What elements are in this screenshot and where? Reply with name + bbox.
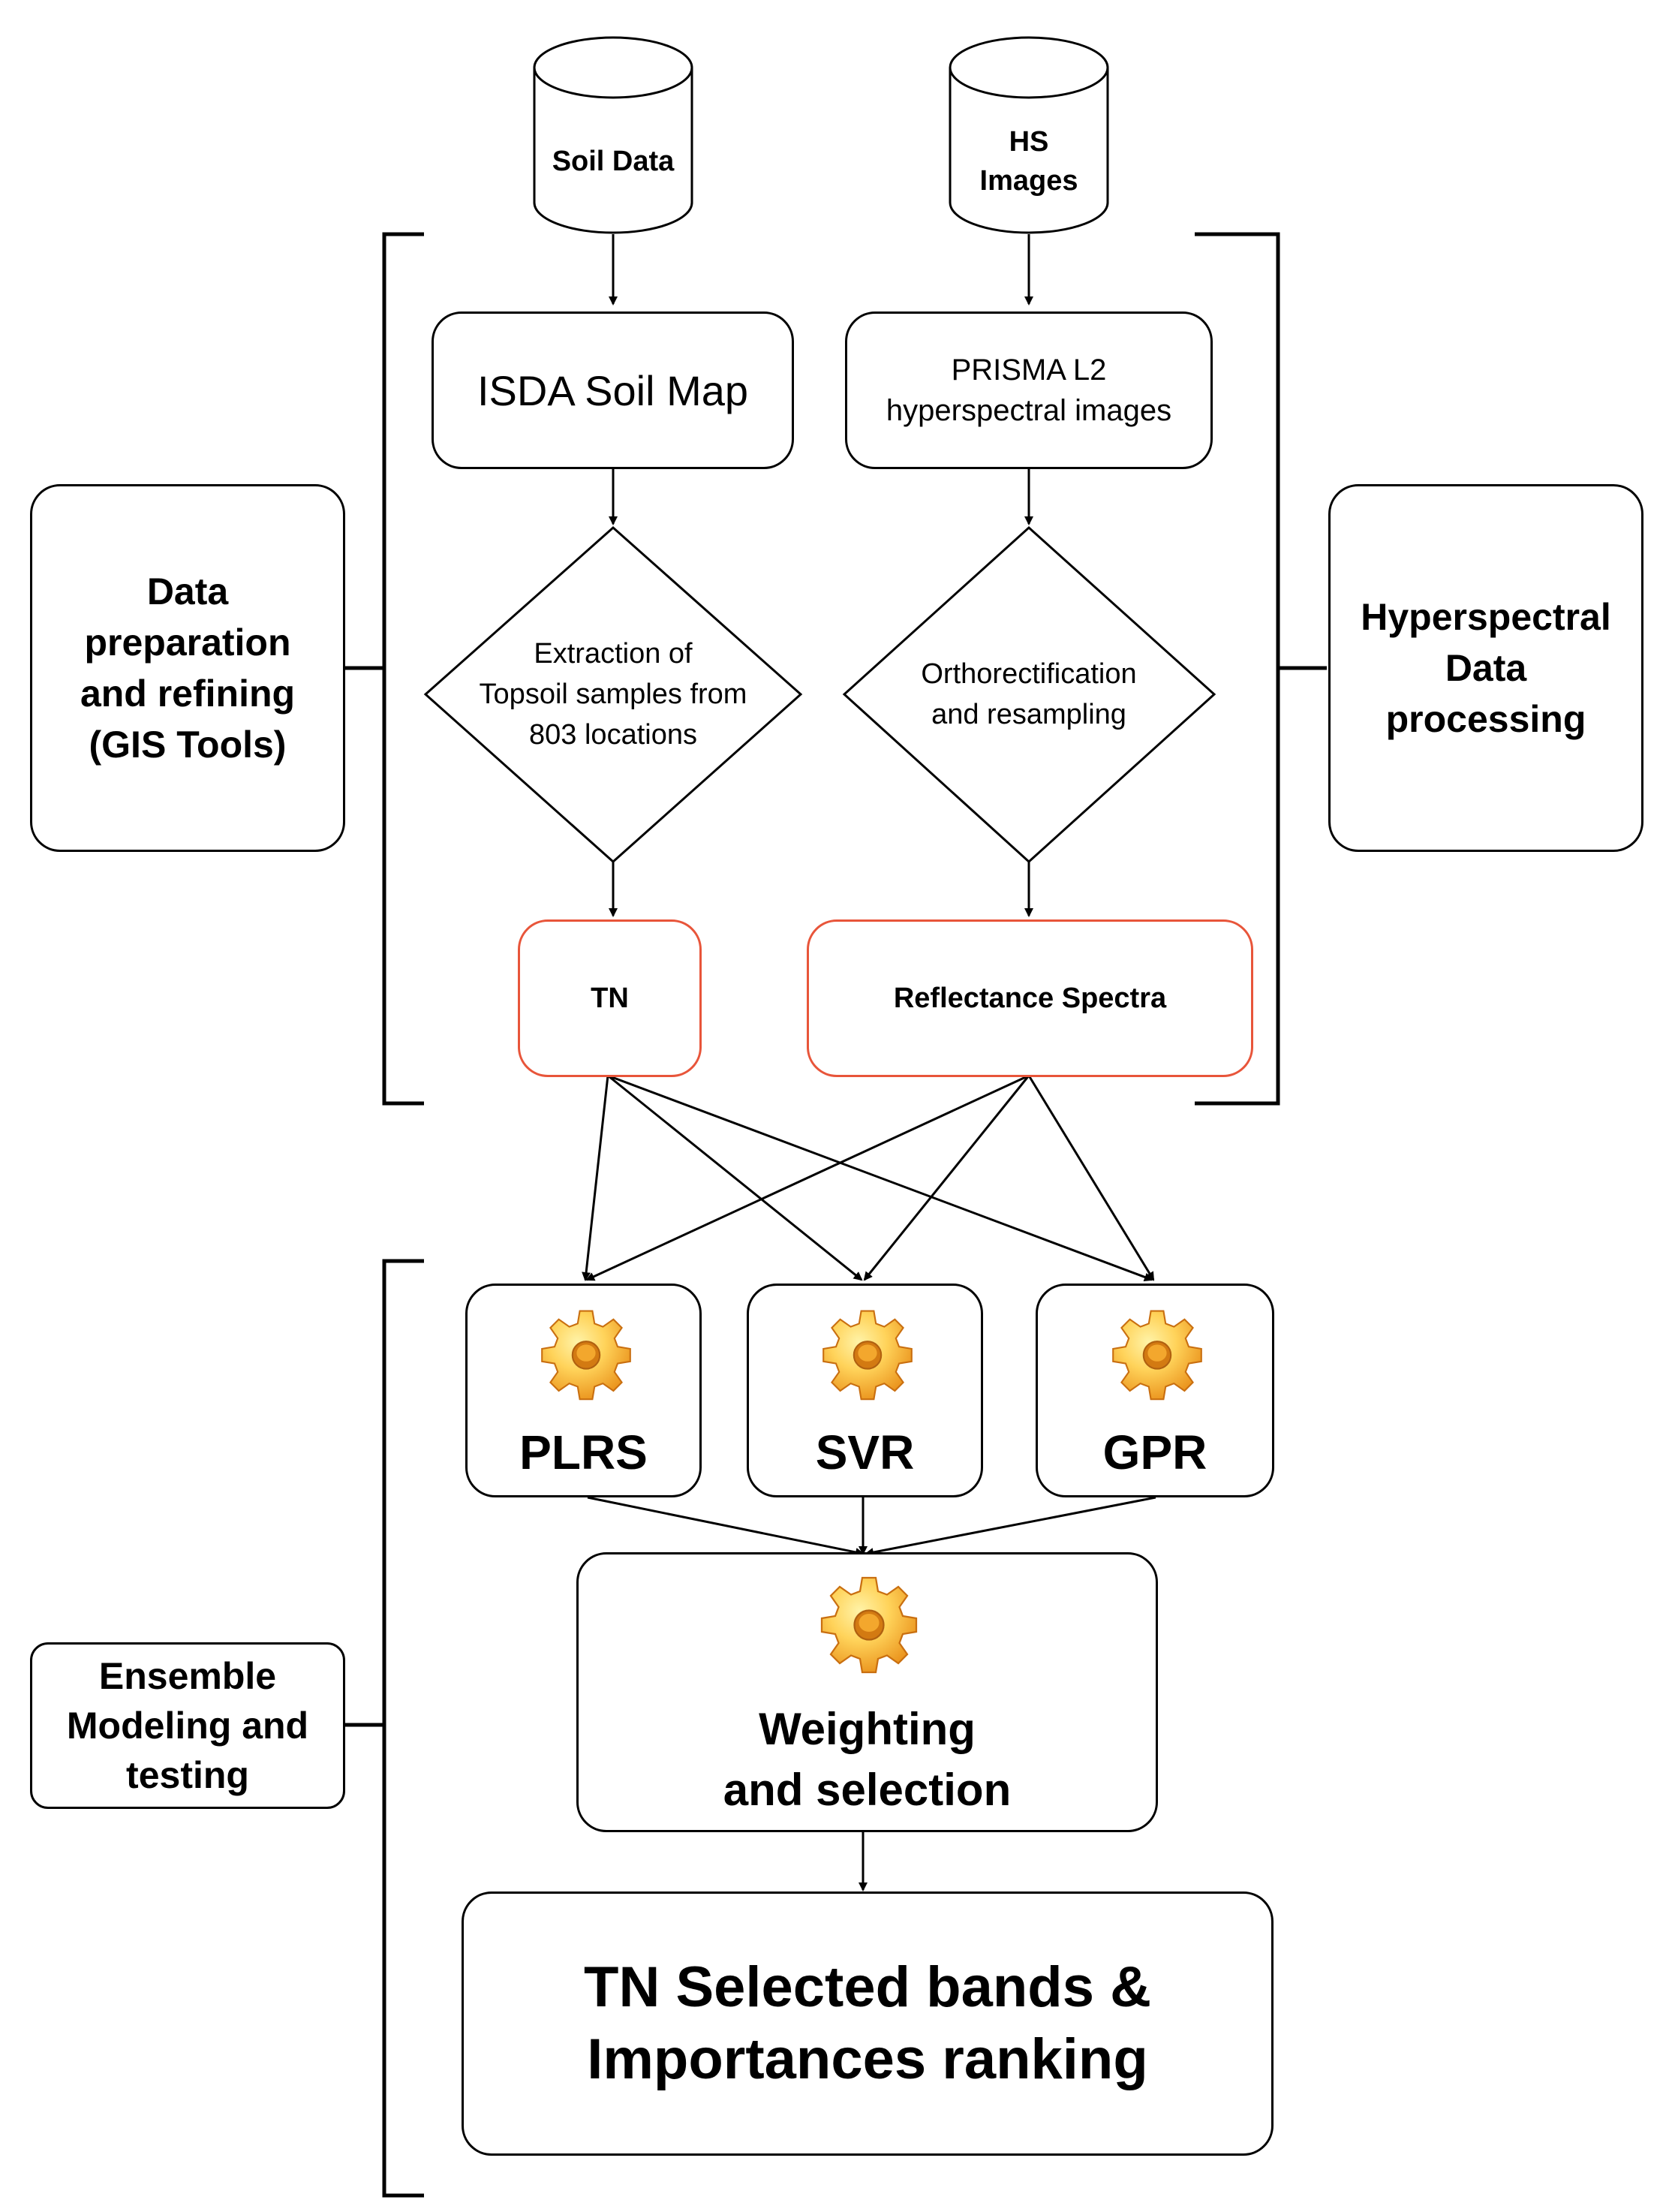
- hyperspectral-text-line3: processing: [1385, 698, 1586, 740]
- isda-soil-map-text: ISDA Soil Map: [477, 366, 749, 414]
- tn-box: TN: [518, 919, 702, 1077]
- extraction-label: Extraction of Topsoil samples from 803 l…: [435, 630, 791, 758]
- prisma-text-line2: hyperspectral images: [886, 394, 1172, 427]
- result-text-line2: Importances ranking: [587, 2027, 1148, 2091]
- reflectance-spectra-box: Reflectance Spectra: [807, 919, 1253, 1077]
- ensemble-text-line3: testing: [126, 1754, 249, 1796]
- model-label-svr: SVR: [815, 1425, 915, 1479]
- hs-images-cylinder: [949, 36, 1109, 234]
- data-prep-text-line3: and refining: [80, 673, 296, 715]
- ensemble-text-line2: Modeling and: [66, 1705, 309, 1747]
- model-box-svr: SVR: [747, 1284, 983, 1497]
- data-prep-text-line2: preparation: [84, 621, 291, 664]
- isda-soil-map-box: ISDA Soil Map: [432, 311, 794, 469]
- weighting-text-line1: Weighting: [759, 1704, 976, 1754]
- hs-images-text-line1: HS: [1009, 126, 1049, 158]
- ensemble-text-line1: Ensemble: [98, 1655, 277, 1697]
- weighting-selection-box: Weighting and selection: [576, 1552, 1158, 1832]
- arrows-to-ensemble: [587, 1496, 1156, 1891]
- prisma-text-line1: PRISMA L2: [951, 354, 1107, 387]
- model-box-plrs: PLRS: [465, 1284, 702, 1497]
- data-preparation-section-box: Data preparation and refining (GIS Tools…: [30, 484, 345, 852]
- hyperspectral-section-box: Hyperspectral Data processing: [1328, 484, 1643, 852]
- hs-images-label: HS Images: [950, 116, 1108, 206]
- data-prep-text-line1: Data: [146, 570, 229, 612]
- tn-selected-bands-box: TN Selected bands & Importances ranking: [462, 1891, 1274, 2156]
- gear-icon: [541, 1310, 631, 1401]
- hyperspectral-text-line1: Hyperspectral: [1361, 596, 1611, 638]
- extraction-text-line1: Extraction of: [534, 638, 693, 670]
- soil-data-label: Soil Data: [534, 128, 692, 195]
- result-text-line1: TN Selected bands &: [584, 1955, 1151, 2019]
- model-label-gpr: GPR: [1102, 1425, 1207, 1479]
- prisma-box: PRISMA L2 hyperspectral images: [845, 311, 1213, 469]
- hs-images-text-line2: Images: [979, 165, 1078, 197]
- extraction-text-line3: 803 locations: [529, 719, 697, 751]
- tn-text: TN: [591, 982, 629, 1014]
- arrows-to-models: [582, 1074, 1155, 1282]
- ortho-text-line2: and resampling: [931, 699, 1126, 730]
- arrows-top: [609, 234, 1033, 917]
- ensemble-section-box: Ensemble Modeling and testing: [30, 1642, 345, 1809]
- extraction-text-line2: Topsoil samples from: [479, 679, 747, 710]
- soil-data-cylinder: [533, 36, 693, 234]
- model-box-gpr: GPR: [1036, 1284, 1274, 1497]
- gear-icon: [1112, 1310, 1202, 1401]
- weighting-text-line2: and selection: [723, 1765, 1012, 1815]
- reflectance-spectra-text: Reflectance Spectra: [893, 982, 1167, 1014]
- data-prep-text-line4: (GIS Tools): [89, 724, 287, 766]
- gear-icon: [820, 1576, 918, 1674]
- gear-icon: [822, 1310, 913, 1401]
- soil-data-text: Soil Data: [552, 145, 675, 177]
- ortho-text-line1: Orthorectification: [921, 658, 1137, 690]
- ortho-label: Orthorectification and resampling: [856, 652, 1202, 737]
- brackets: [344, 232, 1327, 2198]
- model-label-plrs: PLRS: [519, 1425, 648, 1479]
- hyperspectral-text-line2: Data: [1445, 647, 1527, 689]
